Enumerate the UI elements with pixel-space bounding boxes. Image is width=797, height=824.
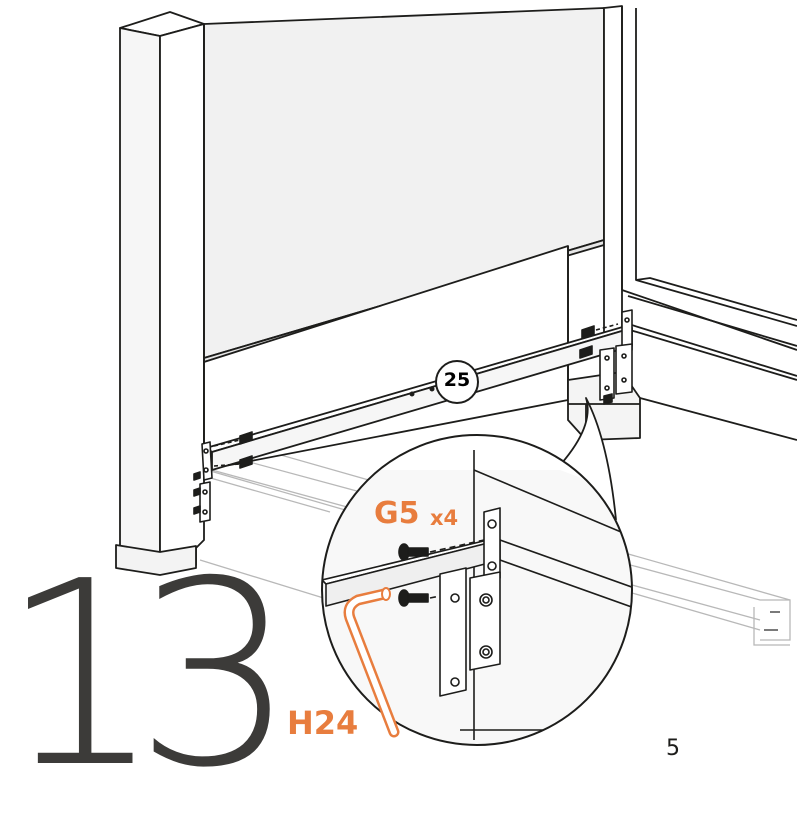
assembly-illustration bbox=[115, 5, 797, 746]
left-bracket bbox=[193, 431, 253, 523]
part-callout-25-balloon bbox=[435, 360, 479, 404]
part-callout-25-label: 25 bbox=[443, 369, 471, 391]
headboard-left-post bbox=[115, 11, 205, 576]
page-number: 5 bbox=[666, 736, 680, 761]
screw-code-label: G5 bbox=[374, 496, 420, 531]
tool-code-label: H24 bbox=[287, 704, 359, 742]
right-bracket bbox=[579, 309, 633, 405]
step-number: 13 bbox=[0, 527, 297, 824]
detail-callout-tail bbox=[547, 397, 617, 521]
detail-magnifier bbox=[321, 434, 633, 746]
screw-quantity-label: x4 bbox=[430, 506, 459, 530]
assembly-step-page: 25 G5 x4 H24 13 5 bbox=[0, 5, 797, 803]
bed-side-frame bbox=[621, 6, 797, 441]
allen-key-tool bbox=[343, 587, 400, 738]
left-screws bbox=[193, 431, 253, 515]
